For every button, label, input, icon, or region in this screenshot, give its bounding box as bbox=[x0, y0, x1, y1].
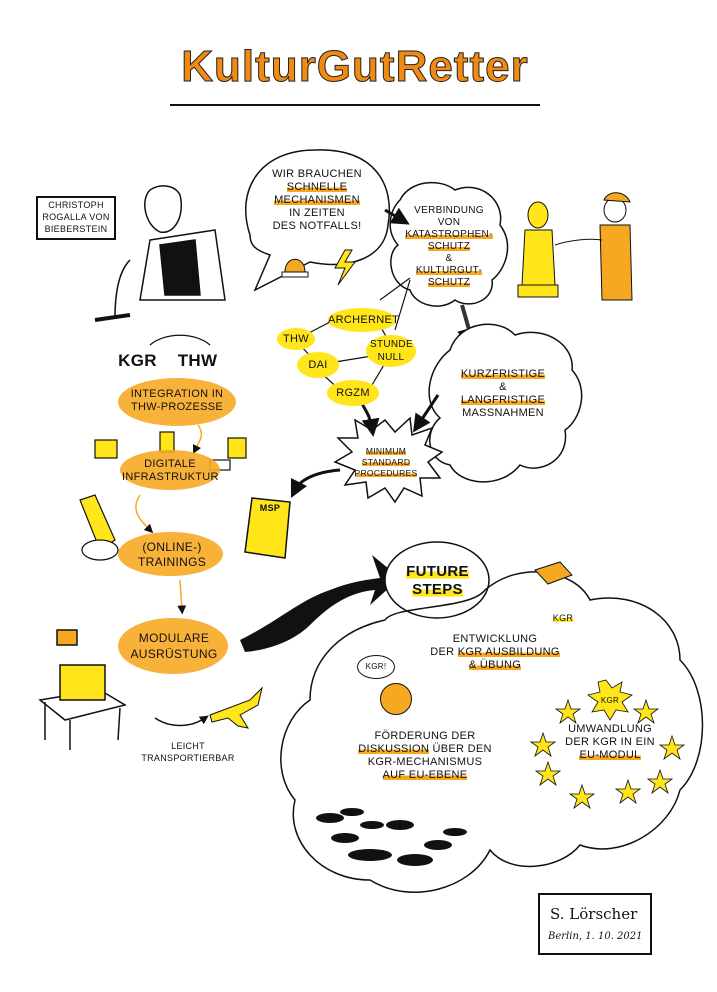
entwicklung-line: Entwicklung bbox=[452, 633, 538, 645]
verbindung-line: von bbox=[437, 217, 461, 228]
entwicklung-line: der bbox=[430, 646, 455, 658]
signature-box: S. Lörscher Berlin, 1. 10. 2021 bbox=[538, 893, 652, 955]
thw-blob bbox=[277, 328, 315, 350]
entwicklung-line: KGR Ausbildung bbox=[457, 646, 560, 658]
digitale-label: Digitale Infrastruktur bbox=[122, 458, 219, 483]
modulare-blob bbox=[118, 618, 228, 674]
signature-place-date: Berlin, 1. 10. 2021 bbox=[548, 931, 643, 942]
speech-bubble-outline bbox=[245, 149, 390, 292]
entwicklung-text: Entwicklung der KGR Ausbildung & Übung bbox=[420, 633, 570, 672]
speech-line: Mechanismen bbox=[274, 194, 360, 206]
eu-stars bbox=[529, 679, 686, 810]
verbindung-line: schutz bbox=[427, 277, 471, 288]
umwandlung-text: Umwandlung der KGR in ein EU-Modul bbox=[555, 723, 665, 762]
speech-bubble-text: Wir brauchen schnelle Mechanismen in Zei… bbox=[262, 168, 372, 233]
speech-line: in Zeiten bbox=[289, 207, 345, 219]
msp-label: Minimum Standard Procedures bbox=[350, 446, 422, 479]
future-cloud bbox=[280, 571, 704, 893]
page-title: KulturGutRetter bbox=[181, 42, 529, 92]
foerderung-line: Förderung der bbox=[374, 730, 476, 742]
massnahmen-line: Langfristige bbox=[460, 394, 546, 406]
entwicklung-line: & Übung bbox=[468, 659, 522, 671]
speaker-illustration bbox=[94, 185, 226, 322]
foerderung-line: auf EU-Ebene bbox=[382, 769, 468, 781]
future-title-line: Future bbox=[406, 563, 469, 580]
siren-icon bbox=[281, 258, 309, 278]
speech-line: des Notfalls! bbox=[272, 220, 362, 232]
cap-kgr-label: KGR bbox=[548, 612, 578, 625]
future-steps-title: Future Steps bbox=[395, 563, 480, 599]
massnahmen-line: & bbox=[499, 381, 507, 393]
massnahmen-line: Massnahmen bbox=[462, 407, 544, 419]
umwandlung-line: der KGR in ein bbox=[565, 736, 655, 748]
verbindung-line: Katastrophen- bbox=[405, 229, 493, 240]
title-underline bbox=[170, 104, 540, 106]
lightning-icon bbox=[334, 249, 356, 286]
massnahmen-line: Kurzfristige bbox=[460, 368, 546, 380]
speech-line: schnelle bbox=[286, 181, 348, 193]
star-kgr-label: KGR bbox=[600, 696, 620, 705]
future-steps-circle bbox=[384, 541, 490, 619]
rgzm-blob bbox=[327, 380, 379, 406]
cap-kgr-text: KGR bbox=[552, 613, 574, 623]
digitale-blob bbox=[120, 450, 220, 490]
stunde-null-blob bbox=[366, 335, 416, 367]
umwandlung-line: EU-Modul bbox=[579, 749, 641, 761]
verbindung-line: Kulturgut- bbox=[415, 265, 483, 276]
trainings-blob bbox=[118, 532, 223, 576]
kgr-starburst bbox=[587, 679, 633, 721]
verbindung-line: & bbox=[445, 253, 453, 264]
foerderung-line: über den bbox=[432, 743, 492, 755]
speaker-name: Christoph Rogalla von Bieberstein bbox=[42, 200, 110, 234]
leicht-label: Leicht transportierbar bbox=[141, 741, 235, 763]
massnahmen-text: Kurzfristige & Langfristige Massnahmen bbox=[448, 368, 558, 420]
equipment-illustration bbox=[38, 629, 127, 750]
speech-line: Wir brauchen bbox=[272, 168, 362, 180]
big-arrow bbox=[240, 555, 400, 652]
network-rgzm: RGZM bbox=[336, 387, 370, 399]
verbindung-line: Verbindung bbox=[414, 205, 484, 216]
verbindung-text: Verbindung von Katastrophen- schutz & Ku… bbox=[400, 205, 498, 289]
airplane-icon bbox=[209, 686, 263, 729]
network-archernet: Archernet bbox=[328, 314, 400, 326]
foerderung-line: KGR-Mechanismus bbox=[367, 756, 483, 768]
network-thw: THW bbox=[283, 333, 309, 345]
tools-illustration bbox=[79, 494, 119, 561]
archernet-blob bbox=[328, 308, 396, 332]
modulare-label: Modulare Ausrüstung bbox=[130, 631, 218, 661]
signature-name: S. Lörscher bbox=[550, 905, 638, 923]
network-dai: DAI bbox=[308, 359, 328, 371]
integration-blob bbox=[118, 378, 236, 426]
graduate-cap-icon bbox=[534, 561, 573, 585]
worker-illustration bbox=[554, 192, 633, 301]
msp-notepad bbox=[244, 497, 291, 559]
future-title-line: Steps bbox=[412, 581, 463, 598]
speaker-name-box: Christoph Rogalla von Bieberstein bbox=[36, 196, 116, 240]
kgr-speech-text: KGR! bbox=[365, 662, 387, 671]
foerderung-line: Diskussion bbox=[358, 743, 430, 755]
foerderung-text: Förderung der Diskussion über den KGR-Me… bbox=[345, 730, 505, 782]
kgr-label: KGR bbox=[118, 351, 157, 370]
kgr-speech-bubble: KGR! bbox=[357, 655, 395, 679]
msp-notepad-label: MSP bbox=[259, 503, 281, 513]
msp-label-text: Minimum Standard Procedures bbox=[354, 446, 418, 478]
statue-illustration bbox=[517, 201, 559, 298]
network-stunde-null: Stunde Null bbox=[370, 339, 413, 363]
presenter-illustration bbox=[380, 683, 412, 715]
thw-label: THW bbox=[177, 351, 218, 370]
verbindung-line: schutz bbox=[427, 241, 471, 252]
audience-illustration bbox=[316, 808, 467, 866]
dai-blob bbox=[297, 352, 339, 378]
integration-label: Integration in THW-Prozesse bbox=[130, 388, 224, 413]
trainings-label: (Online-) Trainings bbox=[137, 540, 207, 569]
umwandlung-line: Umwandlung bbox=[568, 723, 652, 735]
